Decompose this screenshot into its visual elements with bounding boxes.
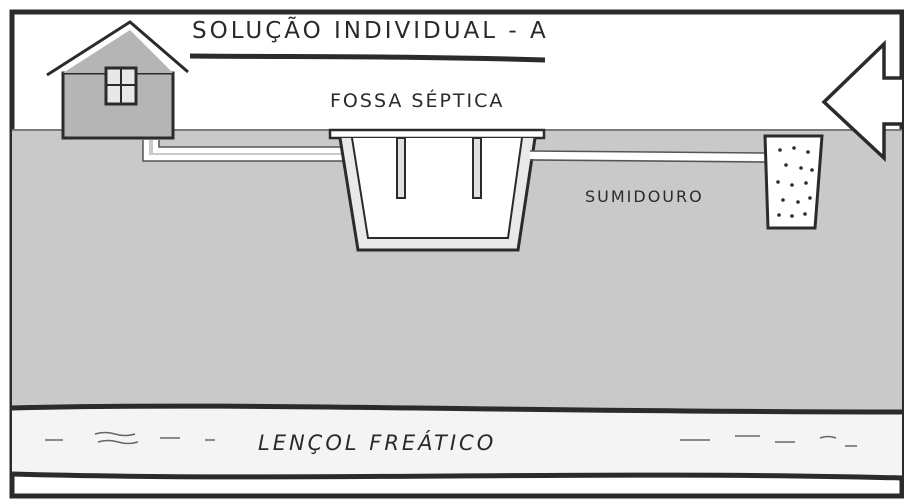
outlet-pipe <box>529 151 769 161</box>
septic-tank <box>328 128 546 252</box>
water-table-band <box>12 406 902 478</box>
ground-soil <box>12 130 902 415</box>
water-table-top-line <box>11 403 903 415</box>
label-water-table: LENÇOL FREÁTICO <box>258 431 497 455</box>
sink-pit <box>763 134 824 230</box>
title-underline <box>189 53 546 63</box>
inlet-pipe-outline <box>142 140 345 162</box>
left-arrow-icon <box>821 39 902 163</box>
outlet-pipe-outline <box>529 150 769 163</box>
tank-baffle-left <box>396 137 406 199</box>
water-table-bottom-line <box>11 471 903 481</box>
tank-baffle-right <box>472 137 482 199</box>
diagram-title: SOLUÇÃO INDIVIDUAL - A <box>192 18 549 44</box>
water-ripples <box>45 431 857 447</box>
house <box>46 20 189 140</box>
inlet-pipe <box>143 140 345 161</box>
label-septic-tank: FOSSA SÉPTICA <box>330 90 505 112</box>
label-sink-pit: SUMIDOURO <box>585 187 704 206</box>
